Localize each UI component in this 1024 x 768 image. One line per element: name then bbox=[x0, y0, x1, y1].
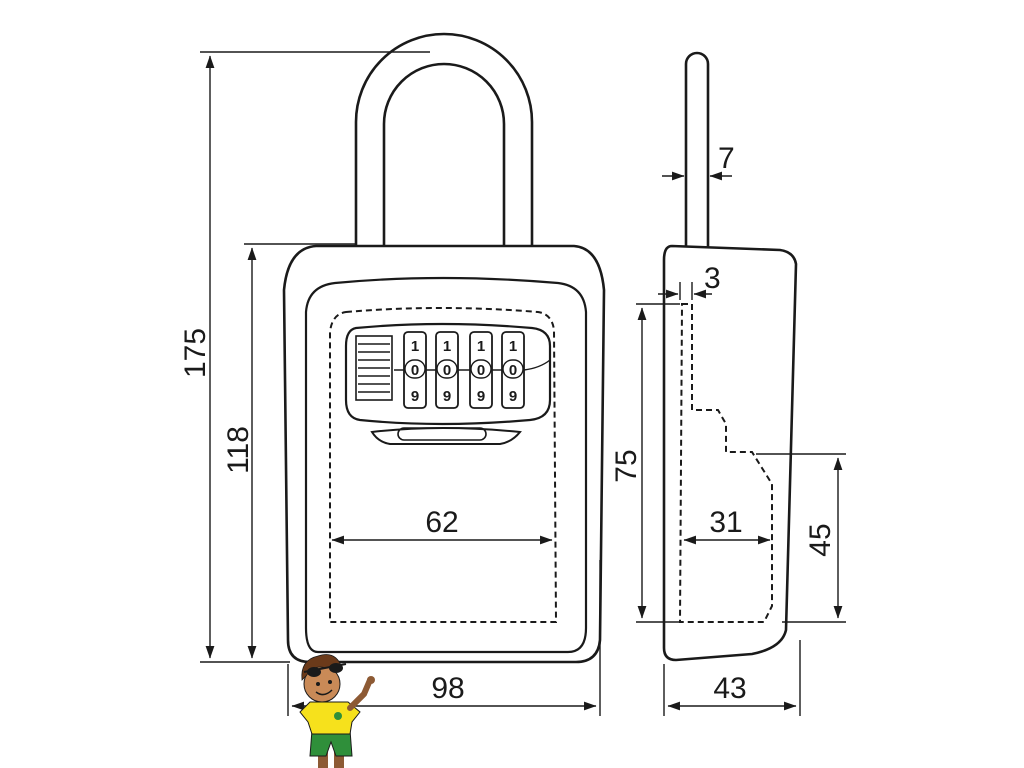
dial-digit-mid: 0 bbox=[411, 362, 419, 379]
dim-label-62: 62 bbox=[425, 506, 458, 539]
dial[interactable]: 1 0 9 bbox=[469, 331, 493, 409]
lock-body-outer bbox=[282, 244, 606, 664]
dial[interactable]: 1 0 9 bbox=[501, 331, 525, 409]
dim-width: 98 bbox=[287, 560, 601, 716]
dim-label-7: 7 bbox=[718, 142, 735, 175]
release-button bbox=[370, 427, 522, 445]
dim-label-3: 3 bbox=[704, 262, 721, 295]
dim-inner-height: 75 bbox=[610, 303, 680, 623]
dial[interactable]: 1 0 9 bbox=[435, 331, 459, 409]
dial-digit-top: 1 bbox=[411, 338, 419, 355]
lock-body-inner bbox=[304, 276, 588, 654]
dial-digit-mid: 0 bbox=[477, 362, 485, 379]
dim-shackle-diameter: 7 bbox=[662, 142, 735, 181]
dim-wall-thickness: 3 bbox=[658, 262, 721, 300]
cavity-outline bbox=[329, 307, 558, 623]
dim-label-175: 175 bbox=[179, 328, 212, 378]
dim-label-43: 43 bbox=[713, 672, 746, 705]
dial-digit-top: 1 bbox=[443, 338, 451, 355]
dim-label-45: 45 bbox=[804, 523, 837, 556]
shackle bbox=[354, 32, 534, 252]
dim-label-118: 118 bbox=[222, 426, 255, 474]
dim-body-height: 118 bbox=[222, 243, 356, 659]
dial-digit-bottom: 9 bbox=[443, 388, 451, 405]
dial[interactable]: 1 0 9 bbox=[403, 331, 427, 409]
dial-digit-bottom: 9 bbox=[477, 388, 485, 405]
dial-digit-bottom: 9 bbox=[509, 388, 517, 405]
dim-lower-height: 45 bbox=[756, 453, 846, 623]
side-view: 7 3 75 31 45 bbox=[610, 51, 846, 716]
dial-digit-top: 1 bbox=[509, 338, 517, 355]
front-view: 1 0 9 1 0 9 1 0 9 1 bbox=[179, 32, 606, 716]
shackle-side bbox=[684, 51, 710, 250]
dial-digit-mid: 0 bbox=[443, 362, 451, 379]
dim-depth: 43 bbox=[663, 640, 801, 716]
dial-digit-mid: 0 bbox=[509, 362, 517, 379]
dial-digit-top: 1 bbox=[477, 338, 485, 355]
dim-inner-width: 62 bbox=[331, 506, 553, 545]
dim-inner-depth: 31 bbox=[683, 506, 771, 545]
dim-total-height: 175 bbox=[179, 51, 430, 663]
cartoon-boy-logo bbox=[299, 654, 375, 768]
release-button-cap bbox=[397, 427, 487, 441]
combination-dials: 1 0 9 1 0 9 1 0 9 1 bbox=[394, 331, 551, 409]
dial-digit-bottom: 9 bbox=[411, 388, 419, 405]
dim-label-31: 31 bbox=[709, 506, 742, 539]
dim-label-75: 75 bbox=[610, 449, 643, 482]
cavity-profile bbox=[678, 303, 773, 623]
slider-grip bbox=[355, 335, 393, 401]
dim-label-98: 98 bbox=[431, 672, 464, 705]
